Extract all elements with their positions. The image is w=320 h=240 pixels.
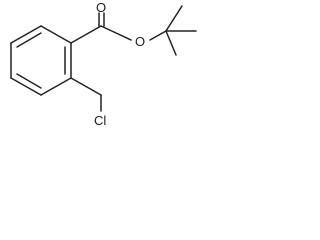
bond-ring-to-ch2 <box>70 77 102 96</box>
bond-ester-oxygen-to-tert-carbon <box>149 30 167 41</box>
ring-bond-c5-c6 <box>40 77 72 96</box>
ring-bond-c1-c2 <box>40 25 72 44</box>
ring-double-bond-c2-c3 <box>16 32 42 48</box>
benzene-ring <box>10 25 72 96</box>
chloromethyl-group <box>70 77 102 112</box>
tert-butyl-methyl-top <box>165 5 183 32</box>
ring-double-bond-c4-c5 <box>16 73 42 89</box>
bond-carbonyl-to-ester-oxygen <box>100 25 132 41</box>
tert-butyl-group <box>165 5 197 56</box>
ring-bond-c4-c5 <box>10 77 42 96</box>
bond-ring-to-carbonyl <box>70 25 102 44</box>
molecule-svg: O O Cl <box>10 0 197 128</box>
tert-butyl-methyl-bottom <box>165 30 177 56</box>
chlorine-label: Cl <box>94 113 106 128</box>
structure-diagram: O O Cl <box>0 0 216 133</box>
ester-oxygen-label: O <box>135 34 145 49</box>
ester-group <box>70 12 167 44</box>
ring-bond-c2-c3 <box>10 25 42 44</box>
carbonyl-oxygen-label: O <box>96 0 106 15</box>
